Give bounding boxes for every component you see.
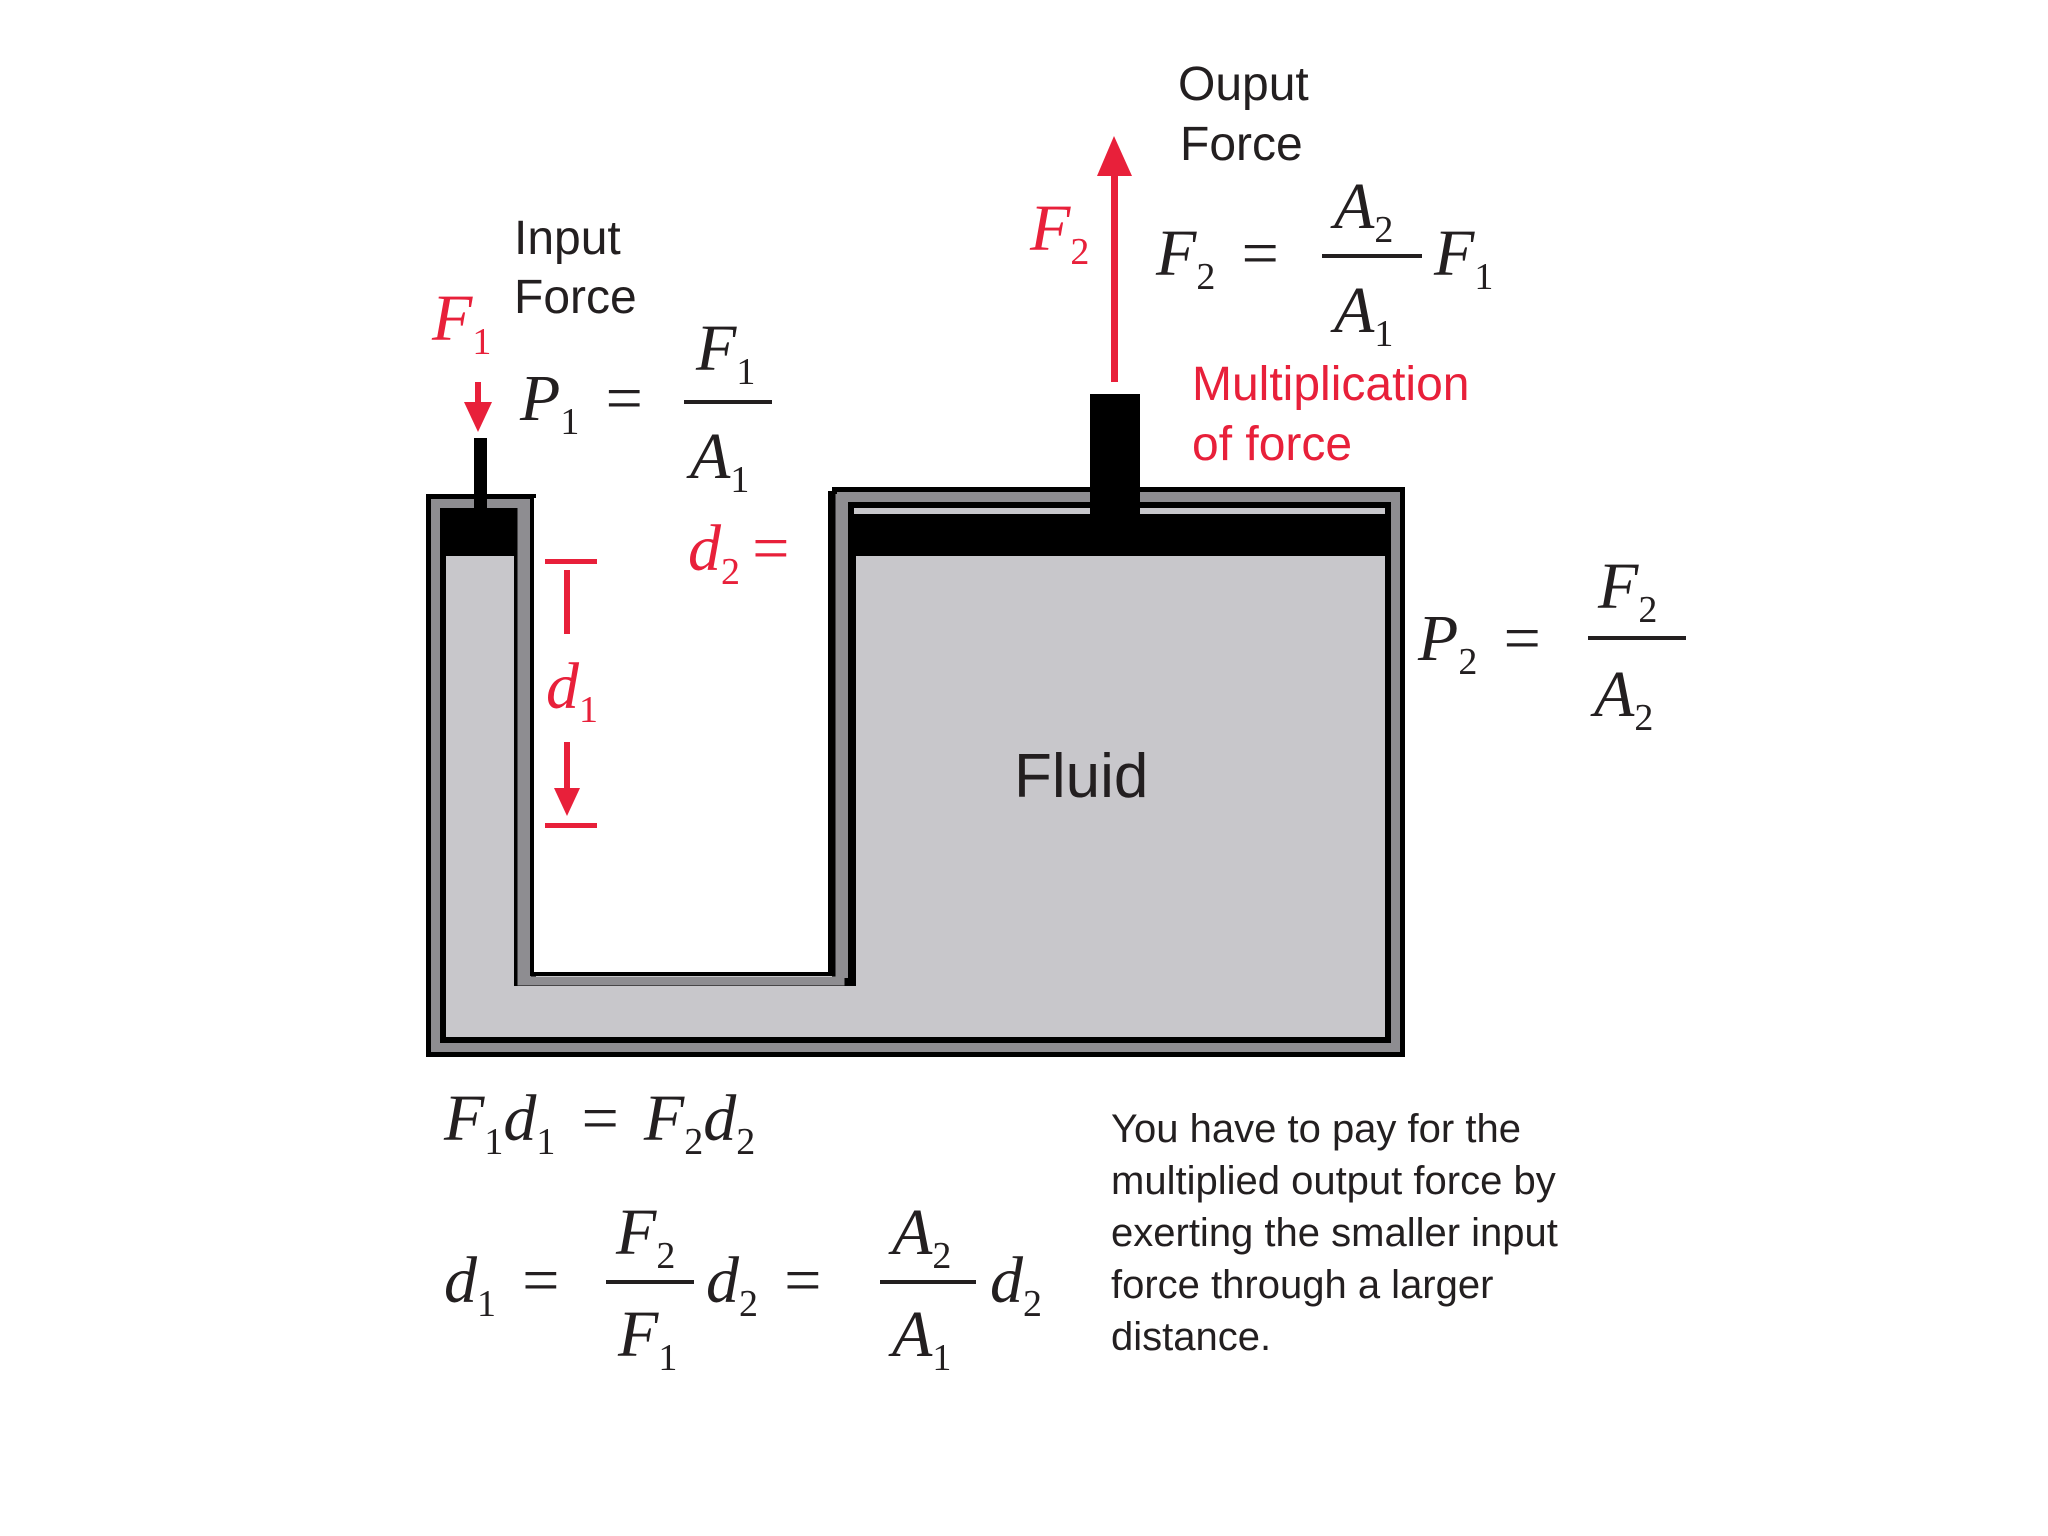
input-force-symbol: F1 <box>431 282 491 363</box>
svg-text:A1: A1 <box>686 420 749 501</box>
output-force-line-1: Ouput <box>1178 58 1309 111</box>
svg-text:A2: A2 <box>1330 170 1393 251</box>
input-piston-rod <box>474 438 487 516</box>
d2-symbol: d2= <box>688 512 793 593</box>
f2-fraction-bar <box>1322 254 1422 258</box>
svg-text:d2=: d2= <box>706 1244 825 1325</box>
output-force-line-2: Force <box>1180 118 1303 171</box>
svg-text:A2: A2 <box>888 1196 951 1277</box>
svg-text:F1: F1 <box>695 312 755 393</box>
output-arrow-icon <box>1097 136 1132 382</box>
distance-fraction-bar-1 <box>606 1280 694 1284</box>
equation-distance: d1= F2 F1 d2= A2 A1 d2 <box>444 1196 1042 1379</box>
svg-text:A2: A2 <box>1590 658 1653 739</box>
distance-fraction-bar-2 <box>880 1280 976 1284</box>
multiplication-line-2: of force <box>1192 418 1352 471</box>
svg-text:d2: d2 <box>990 1244 1042 1325</box>
divider-gap <box>532 498 830 974</box>
fluid-label: Fluid <box>1014 742 1148 811</box>
d1-symbol: d1 <box>546 650 598 731</box>
output-force-label: Ouput Force <box>1178 58 1322 171</box>
svg-text:d1=: d1= <box>444 1244 563 1325</box>
svg-text:P2=: P2= <box>1417 602 1544 683</box>
svg-text:F2=: F2= <box>1155 217 1282 298</box>
multiplication-label: Multiplication of force <box>1192 358 1483 471</box>
input-arrow-icon <box>464 382 492 432</box>
pistons <box>446 394 1385 556</box>
note-line-5: distance. <box>1111 1315 1271 1359</box>
svg-text:A1: A1 <box>888 1298 951 1379</box>
p2-fraction-bar <box>1588 636 1686 640</box>
fluid-body <box>446 508 1385 1037</box>
vessel <box>426 487 1405 1057</box>
divider-band <box>517 494 845 986</box>
svg-text:F2: F2 <box>1597 550 1657 631</box>
note-line-3: exerting the smaller input <box>1111 1211 1558 1255</box>
output-piston-rod <box>1090 394 1140 518</box>
input-force-line-1: Input <box>514 212 621 265</box>
equation-work: F1d1=F2d2 <box>443 1082 755 1163</box>
equation-p2: P2= F2 A2 <box>1417 550 1686 739</box>
output-piston-head <box>854 514 1385 556</box>
output-force-symbol: F2 <box>1029 192 1089 273</box>
divider-outline <box>530 491 832 976</box>
note-line-4: force through a larger <box>1111 1263 1493 1307</box>
equation-p1: P1= F1 A1 <box>519 312 772 501</box>
svg-text:P1=: P1= <box>519 362 646 443</box>
input-piston-head <box>446 514 516 556</box>
d1-dimension-arrow-icon <box>545 559 597 828</box>
note-text: You have to pay for the multiplied outpu… <box>1111 1107 1569 1359</box>
input-force-line-2: Force <box>514 271 637 324</box>
svg-text:F1: F1 <box>1433 217 1493 298</box>
p1-fraction-bar <box>684 400 772 404</box>
svg-text:F2: F2 <box>615 1196 675 1277</box>
note-line-1: You have to pay for the <box>1111 1107 1521 1151</box>
svg-text:F1: F1 <box>617 1298 677 1379</box>
svg-text:F1d1=F2d2: F1d1=F2d2 <box>443 1082 755 1163</box>
svg-text:A1: A1 <box>1330 274 1393 355</box>
note-line-2: multiplied output force by <box>1111 1159 1556 1203</box>
equation-f2: F2= A2 A1 F1 <box>1155 170 1493 355</box>
input-force-label: Input Force <box>514 212 637 324</box>
multiplication-line-1: Multiplication <box>1192 358 1469 411</box>
